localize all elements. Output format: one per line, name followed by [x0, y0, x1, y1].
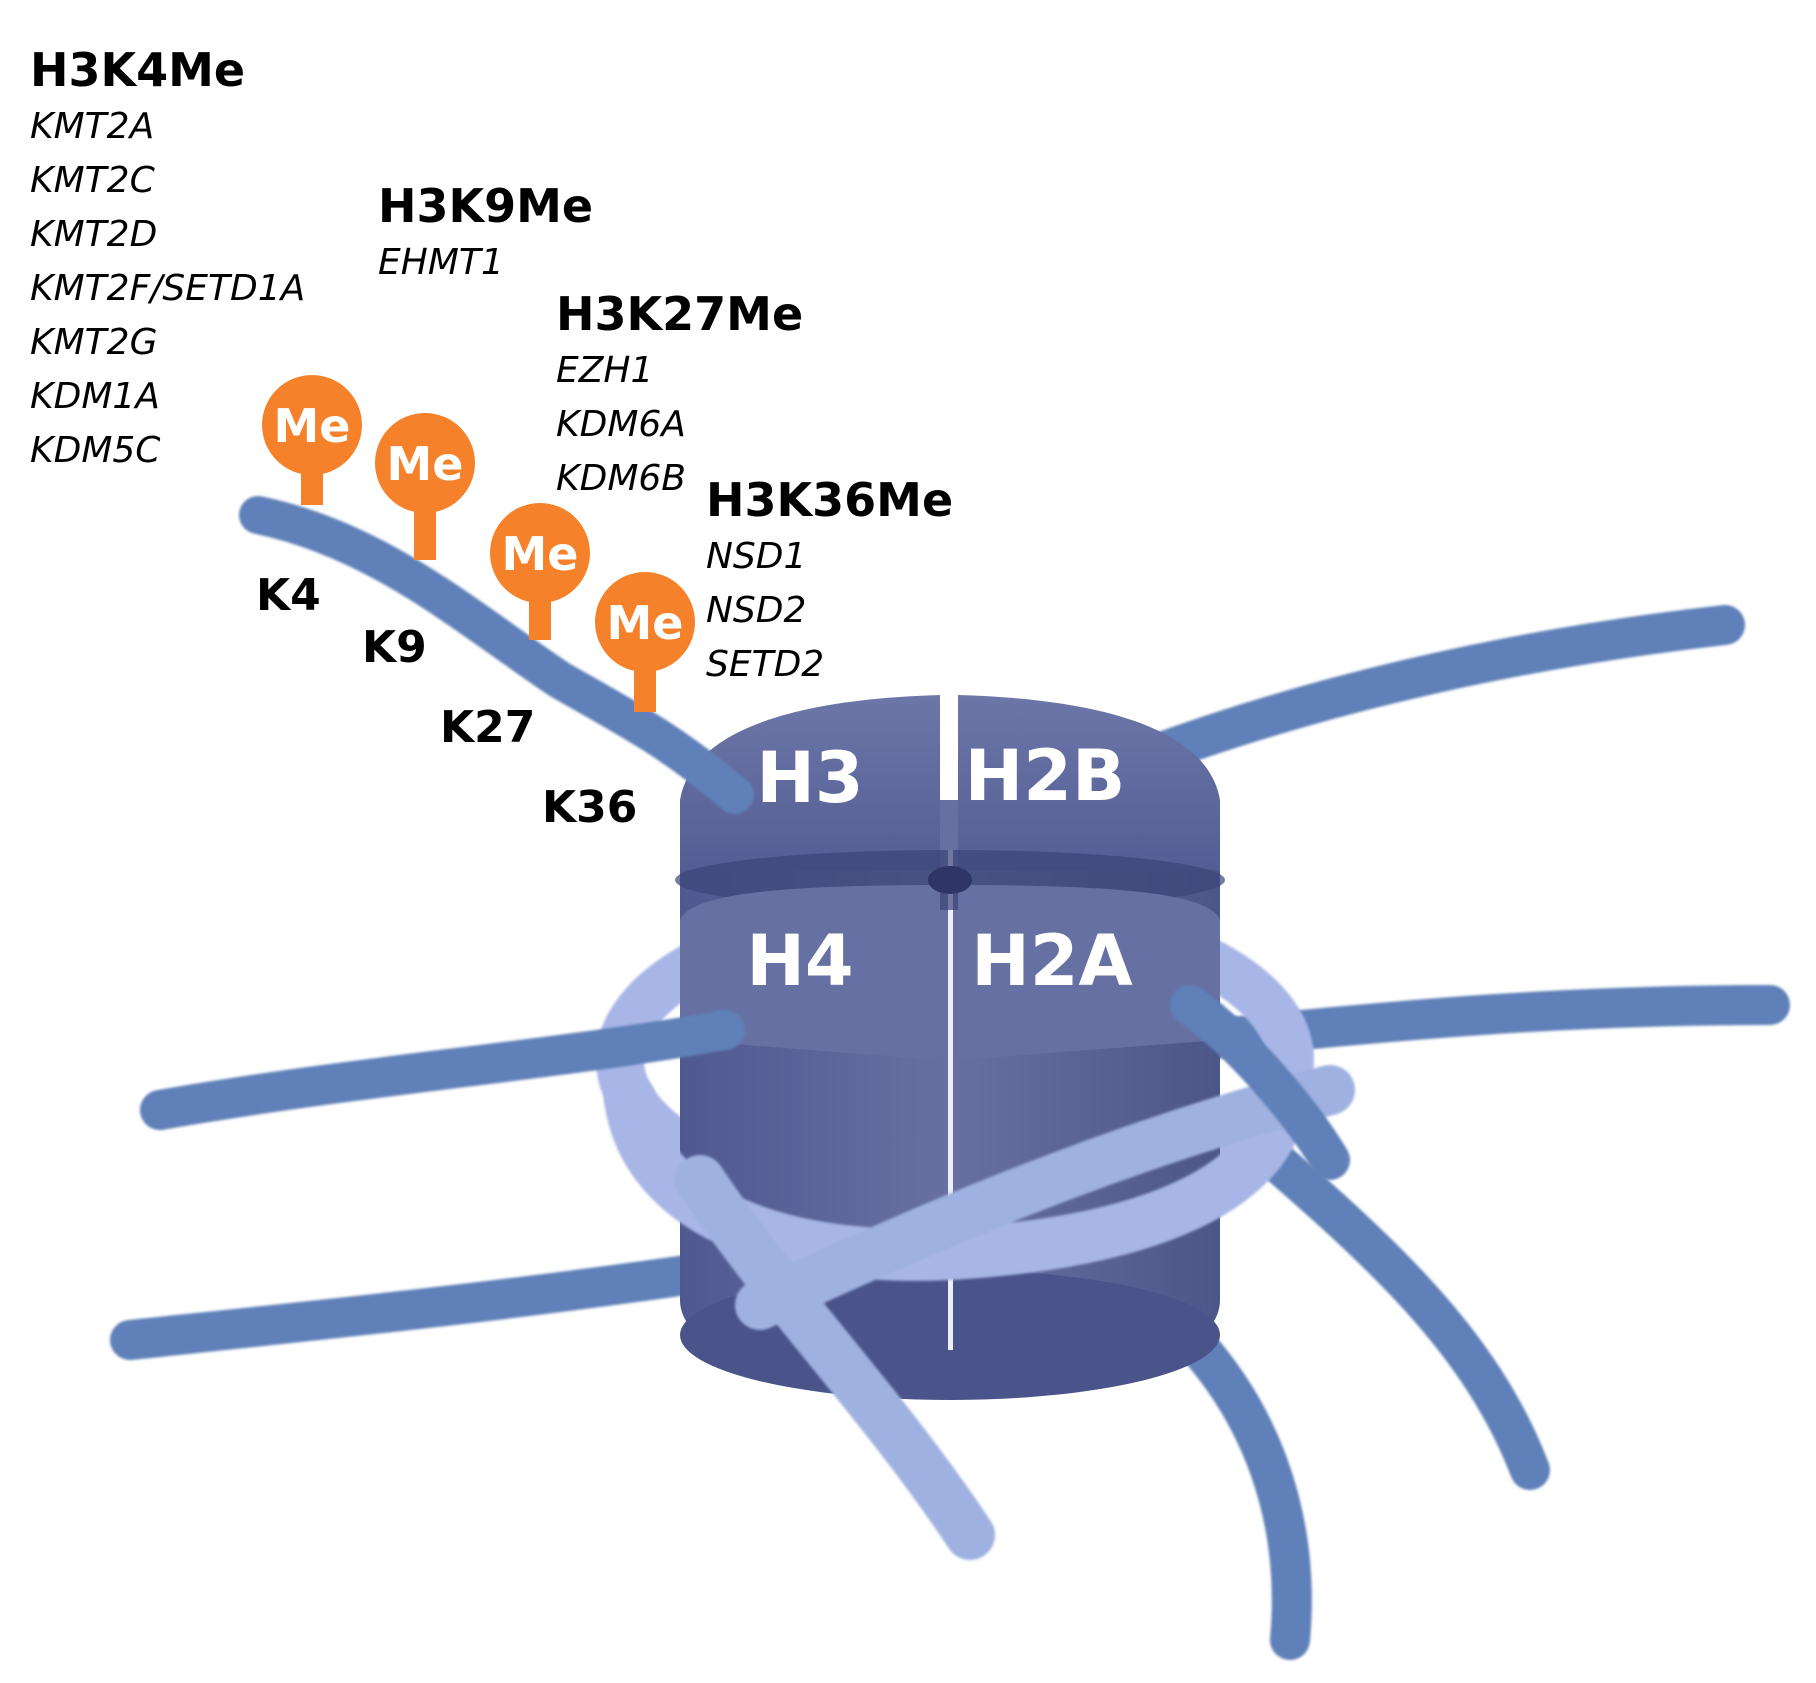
- enzyme-kdm1a: KDM1A: [30, 376, 160, 417]
- mark-title: H3K36Me: [706, 473, 953, 527]
- enzyme-ehmt1: EHMT1: [378, 242, 504, 283]
- methyl-ball: [595, 572, 695, 672]
- enzyme-kmt2f-setd1a: KMT2F/SETD1A: [30, 268, 305, 309]
- histone-octamer: [675, 695, 1225, 1400]
- methyl-tag-k9: Me: [375, 413, 475, 560]
- h3-tail: [239, 496, 754, 814]
- mark-title: H3K27Me: [556, 287, 803, 341]
- enzyme-setd2: SETD2: [706, 644, 824, 685]
- enzyme-kdm6b: KDM6B: [556, 458, 686, 499]
- histone-h2b-block: [958, 695, 1220, 870]
- mark-title: H3K9Me: [378, 179, 593, 233]
- lysine-k36: K36: [542, 782, 637, 833]
- dna-front-tail: [675, 1155, 995, 1560]
- histone-tails-front: [140, 496, 1350, 1180]
- methyl-tag-k4: Me: [262, 375, 362, 505]
- histone-label-h3: H3: [756, 737, 863, 819]
- lysine-k4: K4: [256, 570, 321, 621]
- methyl-label: Me: [274, 399, 351, 453]
- histone-label-h2a: H2A: [971, 920, 1132, 1002]
- tail-right-front: [1170, 985, 1350, 1180]
- histone-labels: H3 H2B H4 H2A: [746, 735, 1132, 1002]
- histone-h4-block: [680, 885, 940, 1060]
- enzyme-kmt2a: KMT2A: [30, 106, 154, 147]
- methyl-label: Me: [502, 527, 579, 581]
- enzyme-kdm5c: KDM5C: [30, 430, 161, 471]
- mark-title: H3K4Me: [30, 43, 245, 97]
- tail-left: [140, 1010, 745, 1130]
- methyl-tag-k27: Me: [490, 503, 590, 640]
- histone-h2a-block: [958, 885, 1220, 1060]
- methyl-label: Me: [387, 437, 464, 491]
- enzyme-kmt2g: KMT2G: [30, 322, 157, 363]
- histone-label-h4: H4: [746, 920, 853, 1002]
- histone-h3-block: [680, 695, 940, 870]
- tail-lower-right: [1220, 1110, 1550, 1490]
- dna-front-cross: [735, 1065, 1355, 1330]
- tail-lower-left: [110, 1250, 740, 1360]
- methyl-ball: [262, 375, 362, 475]
- enzyme-kmt2c: KMT2C: [30, 160, 156, 201]
- lysine-k27: K27: [440, 702, 535, 753]
- dna-wrap-front: [604, 1065, 1355, 1560]
- enzyme-nsd2: NSD2: [706, 590, 806, 631]
- enzyme-nsd1: NSD1: [706, 536, 806, 577]
- enzyme-ezh1: EZH1: [556, 350, 653, 391]
- methyl-label: Me: [607, 596, 684, 650]
- methyl-tag-k36: Me: [595, 572, 695, 712]
- methyl-stem: [414, 498, 436, 560]
- enzyme-kdm6a: KDM6A: [556, 404, 686, 445]
- enzyme-kmt2d: KMT2D: [30, 214, 157, 255]
- histone-label-h2b: H2B: [965, 735, 1126, 817]
- tail-upper-right: [1120, 605, 1745, 780]
- methyl-ball: [375, 413, 475, 513]
- lysine-k9: K9: [362, 622, 427, 673]
- methyl-ball: [490, 503, 590, 603]
